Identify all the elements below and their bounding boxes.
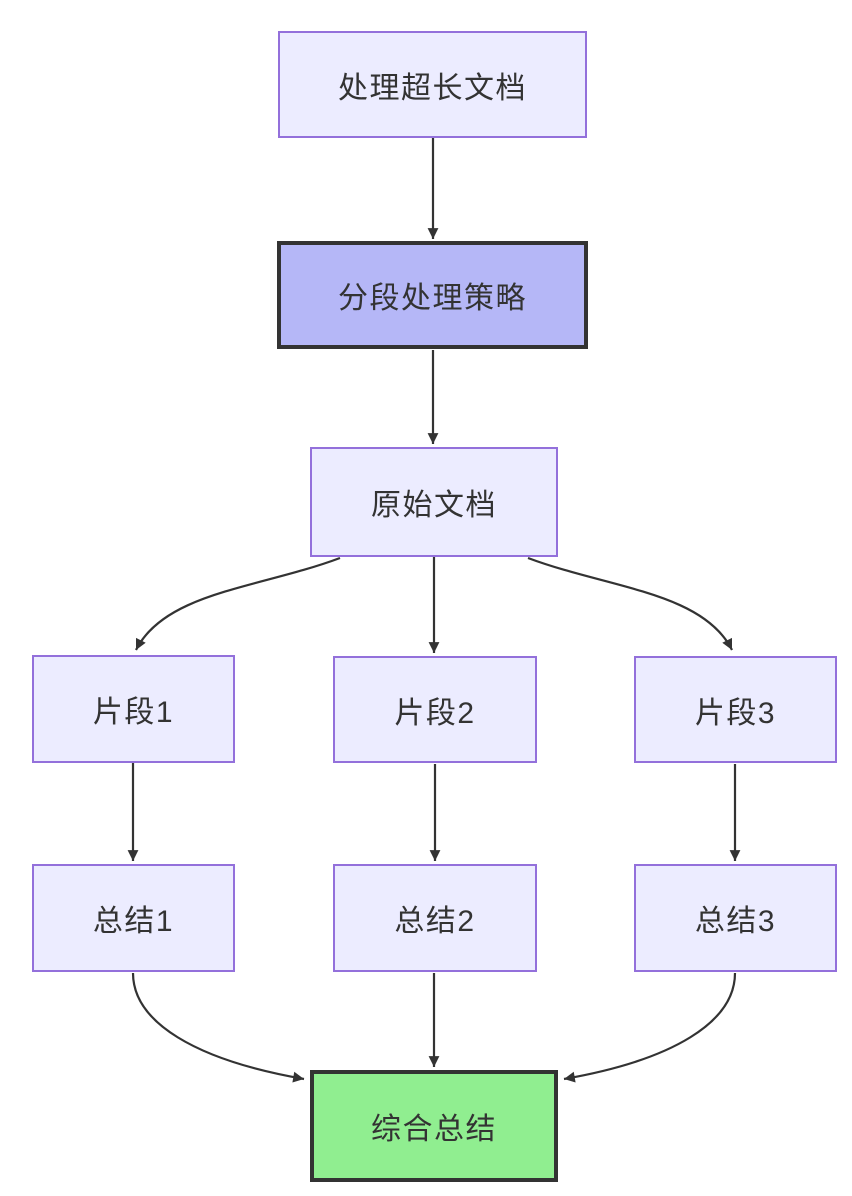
node-summary-1: 总结1 [32, 864, 235, 972]
node-label: 总结3 [694, 905, 777, 938]
node-label: 综合总结 [371, 1113, 497, 1146]
edge-g-j [131, 972, 305, 1083]
node-process-long-doc: 处理超长文档 [278, 31, 587, 138]
node-label: 处理超长文档 [338, 71, 527, 105]
node-final-summary: 综合总结 [310, 1070, 558, 1182]
node-fragment-3: 片段3 [634, 656, 837, 763]
node-fragment-2: 片段2 [333, 656, 537, 763]
edge-c-d [135, 556, 341, 651]
node-label: 原始文档 [371, 489, 497, 522]
node-label: 总结1 [92, 905, 175, 938]
node-label: 片段1 [92, 696, 175, 729]
node-label: 片段2 [394, 696, 476, 730]
node-label: 分段处理策略 [338, 282, 527, 315]
edge-i-j [563, 972, 737, 1083]
node-label: 总结2 [394, 905, 476, 938]
node-fragment-1: 片段1 [32, 655, 235, 763]
node-label: 片段3 [694, 696, 777, 730]
node-summary-3: 总结3 [634, 864, 837, 972]
node-segmentation-strategy: 分段处理策略 [277, 241, 588, 349]
node-summary-2: 总结2 [333, 864, 537, 972]
node-original-doc: 原始文档 [310, 447, 558, 557]
edge-c-f [527, 556, 733, 651]
